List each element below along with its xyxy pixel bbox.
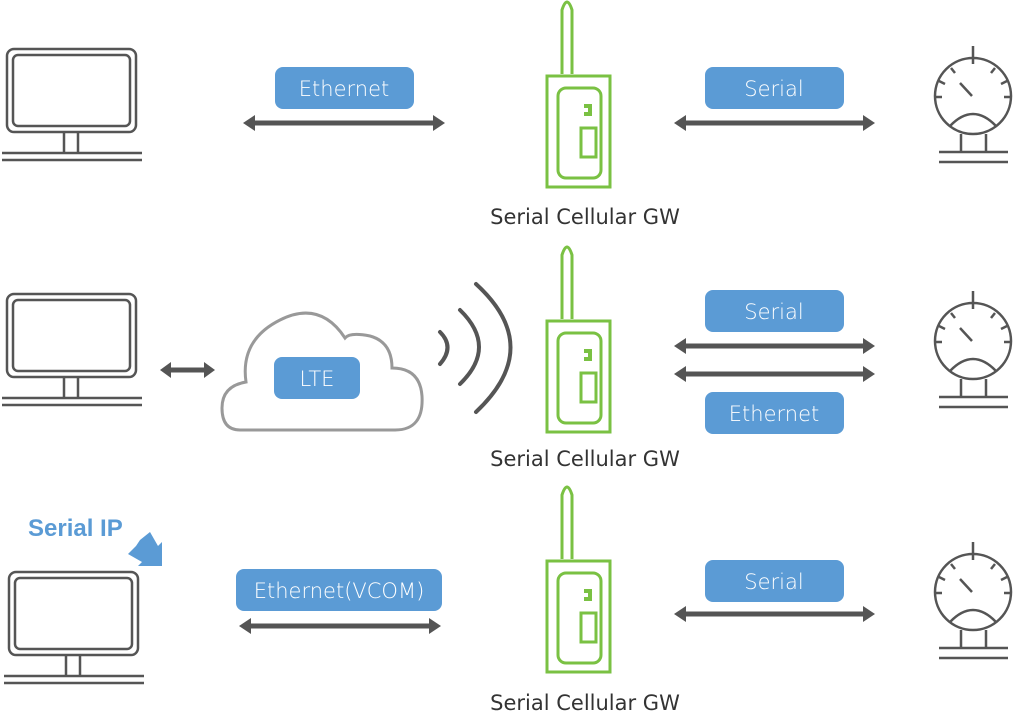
computer-icon [0,47,144,162]
short-bidirectional-arrow [160,362,215,378]
row2-right-link-label-1: Serial [744,300,803,324]
serial-pill [705,560,844,602]
wireless-signal-icon [438,282,513,414]
bidirectional-arrow [239,618,441,634]
row2-gateway-label: Serial Cellular GW [490,447,680,471]
bidirectional-arrow [243,115,445,131]
row1-right-link-label: Serial [744,77,803,101]
ethernet-pill [275,67,414,109]
gateway-device-icon [545,0,612,189]
bidirectional-arrow [674,115,875,131]
row1-gateway-label: Serial Cellular GW [490,205,680,229]
serial-ip-annotation: Serial IP [28,515,123,542]
lte-pill [274,357,360,399]
bidirectional-arrow [674,366,875,382]
serial-pill [705,290,844,332]
row2-right-link-label-2: Ethernet [729,402,819,426]
ethernet-vcom-pill [236,569,442,611]
computer-icon [0,292,144,407]
row3-gateway-label: Serial Cellular GW [490,691,680,715]
row3-right-link-label: Serial [744,570,803,594]
bidirectional-arrow [674,606,875,622]
pointer-arrow-icon [128,532,162,566]
bidirectional-arrow [674,338,875,354]
gateway-device-icon [545,485,612,674]
gateway-device-icon [545,245,612,434]
gauge-meter-icon [933,540,1013,660]
serial-pill [705,67,844,109]
computer-icon [2,570,146,685]
row1-left-link-label: Ethernet [299,77,389,101]
cloud-icon [220,311,424,432]
ethernet-pill [705,392,844,434]
cloud-label: LTE [300,367,335,391]
gauge-meter-icon [933,44,1013,164]
gauge-meter-icon [933,289,1013,409]
row3-left-link-label: Ethernet(VCOM) [254,579,425,603]
